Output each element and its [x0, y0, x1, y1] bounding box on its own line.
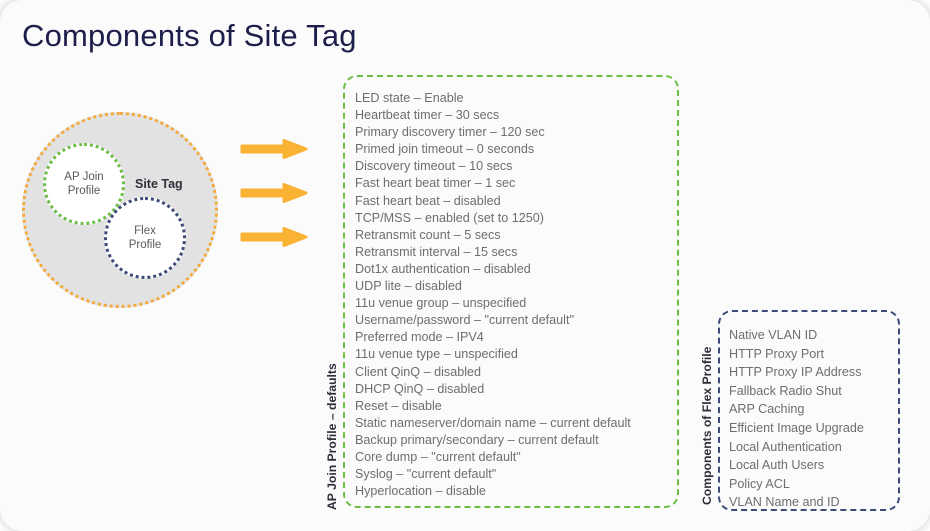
list-item: TCP/MSS – enabled (set to 1250) — [355, 210, 545, 225]
list-item: HTTP Proxy IP Address — [729, 365, 862, 380]
list-item: Native VLAN ID — [729, 328, 818, 342]
arrow-right-icon — [240, 139, 308, 159]
list-item: Retransmit interval – 15 secs — [355, 244, 518, 259]
list-item: Static nameserver/domain name – current … — [355, 415, 631, 430]
list-item: Fast heart beat timer – 1 sec — [355, 176, 516, 191]
arrow-group — [240, 138, 320, 256]
ap-join-profile-caption: AP Join Profile – defaults — [325, 363, 339, 510]
list-item: Efficient Image Upgrade — [729, 420, 864, 435]
flex-profile-label-line1: Flex — [134, 225, 156, 237]
flex-profile-label-line2: Profile — [128, 239, 162, 251]
list-item: Discovery timeout – 10 secs — [355, 159, 513, 174]
flex-profile-circle: Flex Profile — [104, 197, 186, 279]
list-item: DHCP QinQ – disabled — [355, 381, 485, 396]
list-item: LED state – Enable — [355, 91, 464, 105]
ap-join-profile-label-line1: AP Join — [64, 171, 104, 183]
list-item: Dot1x authentication – disabled — [355, 261, 531, 276]
list-item: VLAN Name and ID — [729, 495, 840, 510]
flex-profile-caption: Components of Flex Profile — [700, 346, 714, 505]
list-item: 11u venue group – unspecified — [355, 296, 527, 311]
list-item: HTTP Proxy Port — [729, 346, 824, 361]
list-item: Primary discovery timer – 120 sec — [355, 125, 545, 140]
list-item: Heartbeat timer – 30 secs — [355, 108, 500, 123]
site-tag-venn-diagram: Site Tag AP Join Profile Flex Profile — [22, 112, 232, 317]
list-item: Syslog – "current default" — [355, 467, 497, 482]
list-item: Local Authentication — [729, 439, 842, 454]
site-tag-label: Site Tag — [135, 177, 183, 191]
list-item: UDP lite – disabled — [355, 279, 462, 294]
arrow-right-icon — [240, 183, 308, 203]
list-item: Reset – disable — [355, 398, 442, 413]
list-item: ARP Caching — [729, 402, 805, 417]
ap-join-profile-circle: AP Join Profile — [43, 143, 125, 225]
list-item: Retransmit count – 5 secs — [355, 227, 501, 242]
page-title: Components of Site Tag — [22, 18, 357, 53]
list-item: Primed join timeout – 0 seconds — [355, 142, 535, 157]
list-item: Local Auth Users — [729, 458, 825, 473]
list-item: Backup primary/secondary – current defau… — [355, 432, 599, 447]
list-item: Preferred mode – IPV4 — [355, 330, 484, 345]
ap-join-profile-label-line2: Profile — [67, 185, 101, 197]
list-item: Policy ACL — [729, 476, 790, 491]
list-item: 11u venue type – unspecified — [355, 347, 518, 362]
list-item: Client QinQ – disabled — [355, 364, 482, 379]
arrow-right-icon — [240, 227, 308, 247]
list-item: Core dump – "current default" — [355, 449, 521, 464]
list-item: Username/password – "current default" — [355, 313, 574, 328]
list-item: Fast heart beat – disabled — [355, 193, 501, 208]
list-item: Fallback Radio Shut — [729, 383, 842, 398]
list-item: Hyperlocation – disable — [355, 484, 486, 499]
